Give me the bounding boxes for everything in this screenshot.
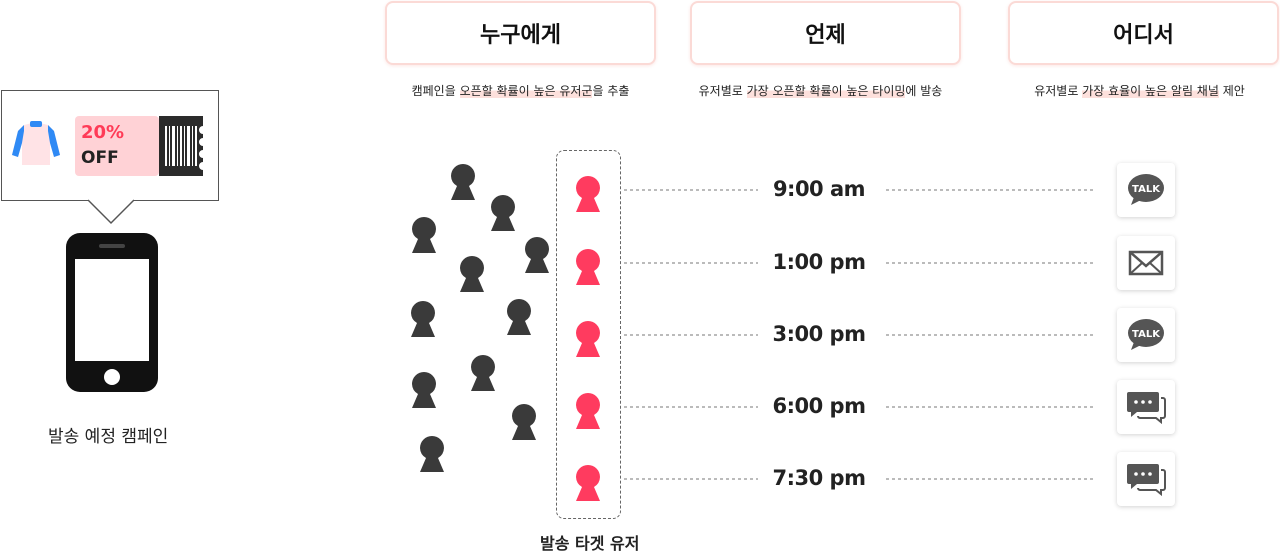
barcode-icon: [159, 116, 203, 176]
channel-box: [1117, 236, 1175, 290]
coupon-ticket: 20% OFF: [75, 116, 159, 176]
bubble-pointer: [88, 199, 134, 225]
target-users-frame: [556, 150, 621, 519]
send-time: 6:00 pm: [772, 394, 866, 418]
send-time: 9:00 am: [772, 177, 866, 201]
header-where: 어디서: [1008, 1, 1279, 65]
user-icon: [412, 217, 436, 253]
talk-label: TALK: [1132, 184, 1161, 195]
message-icon: [1127, 392, 1166, 425]
sweater-icon: [12, 121, 60, 165]
user-icon: [525, 237, 549, 273]
target-user-icon: [576, 321, 600, 357]
user-icon: [507, 299, 531, 335]
subtitle-where: 유저별로 가장 효율이 높은 알림 채널 제안: [1034, 84, 1245, 98]
channel-box: TALK: [1117, 308, 1175, 362]
user-icon: [420, 436, 444, 472]
subtitle-when: 유저별로 가장 오픈할 확률이 높은 타이밍에 발송: [698, 84, 943, 98]
channel-box: [1117, 380, 1175, 434]
send-time: 1:00 pm: [772, 250, 866, 274]
channel-box: TALK: [1117, 163, 1175, 217]
channel-box: [1117, 452, 1175, 506]
user-icon: [471, 355, 495, 391]
send-time: 7:30 pm: [772, 466, 866, 490]
target-user-icon: [576, 176, 600, 212]
coupon-off-label: OFF: [81, 148, 119, 168]
talk-label: TALK: [1132, 329, 1161, 340]
user-icon: [451, 164, 475, 200]
send-time: 3:00 pm: [772, 322, 866, 346]
user-icon: [491, 195, 515, 231]
header-who: 누구에게: [385, 1, 656, 65]
subtitle-who: 캠페인을 오픈할 확률이 높은 유저군을 추출: [411, 84, 630, 98]
target-caption: 발송 타겟 유저: [540, 534, 640, 553]
talk-icon: TALK: [1128, 174, 1164, 205]
talk-icon: TALK: [1128, 319, 1164, 350]
user-crowd: [411, 164, 549, 472]
target-users: [576, 176, 600, 501]
user-icon: [412, 372, 436, 408]
user-icon: [411, 301, 435, 337]
campaign-caption: 발송 예정 캠페인: [48, 427, 169, 447]
message-icon: [1127, 464, 1166, 497]
campaign-bubble: 20% OFF: [1, 90, 219, 201]
user-icon: [512, 404, 536, 440]
coupon-discount: 20%: [81, 122, 125, 143]
target-user-icon: [576, 465, 600, 501]
target-user-icon: [576, 249, 600, 285]
target-user-icon: [576, 393, 600, 429]
header-when: 언제: [690, 1, 961, 65]
user-icon: [460, 256, 484, 292]
mail-icon: [1128, 250, 1164, 276]
phone-icon: [66, 233, 158, 392]
